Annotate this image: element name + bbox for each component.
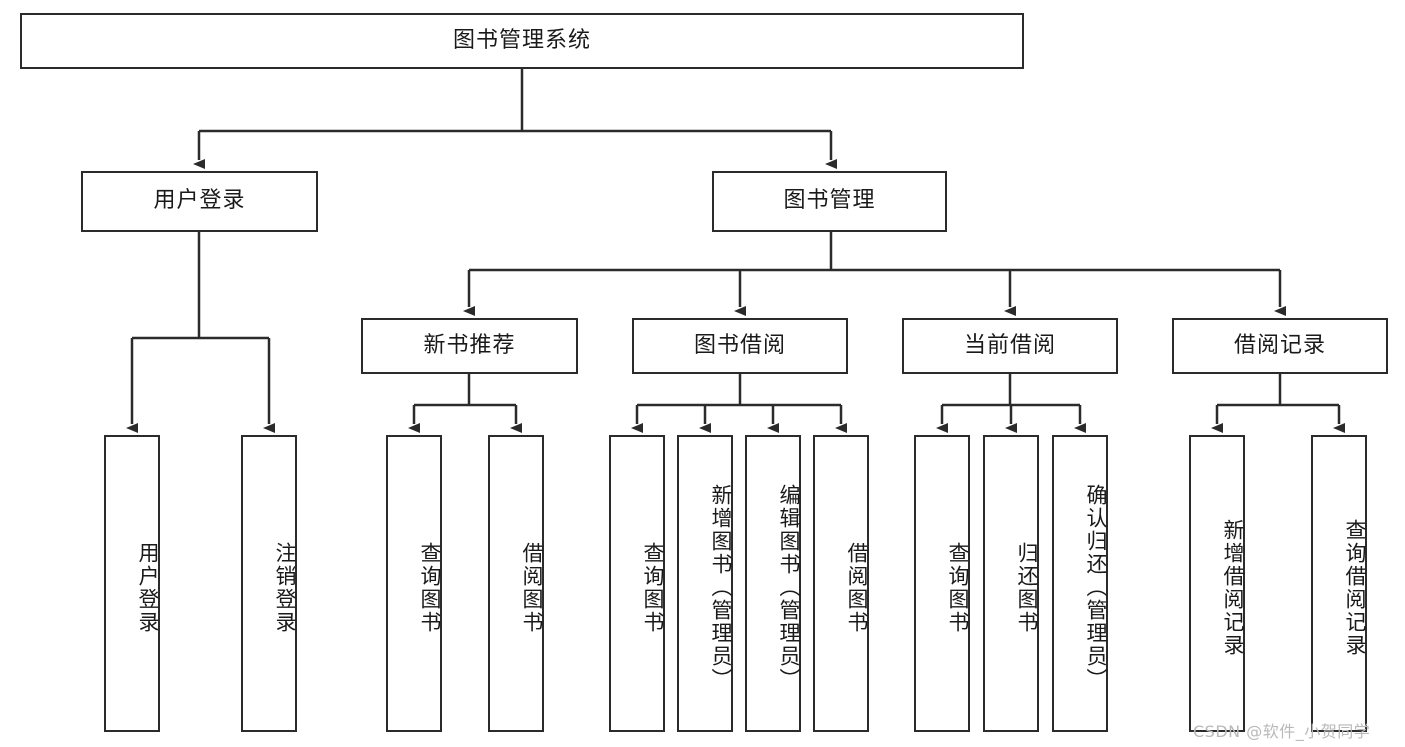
leaf-return-book[interactable]: 归还图书 bbox=[983, 435, 1039, 732]
node-user-login[interactable]: 用户登录 bbox=[81, 171, 318, 232]
node-current-borrow[interactable]: 当前借阅 bbox=[902, 318, 1118, 374]
leaf-borrow-book-new[interactable]: 借阅图书 bbox=[488, 435, 544, 732]
node-new-book-recommend[interactable]: 新书推荐 bbox=[361, 318, 578, 374]
csdn-watermark: CSDN @软件_小贺同学 bbox=[1193, 722, 1371, 741]
leaf-query-book-current[interactable]: 查询图书 bbox=[914, 435, 970, 732]
leaf-logout[interactable]: 注销登录 bbox=[241, 435, 297, 732]
leaf-confirm-return-admin[interactable]: 确认归还（管理员） bbox=[1052, 435, 1108, 732]
leaf-query-book-new[interactable]: 查询图书 bbox=[386, 435, 442, 732]
node-borrow-record[interactable]: 借阅记录 bbox=[1172, 318, 1388, 374]
leaf-add-borrow-record[interactable]: 新增借阅记录 bbox=[1189, 435, 1245, 732]
node-book-management[interactable]: 图书管理 bbox=[712, 171, 947, 232]
leaf-query-borrow-record[interactable]: 查询借阅记录 bbox=[1311, 435, 1367, 732]
leaf-edit-book-admin[interactable]: 编辑图书（管理员） bbox=[745, 435, 801, 732]
leaf-add-book-admin[interactable]: 新增图书（管理员） bbox=[677, 435, 733, 732]
leaf-user-login[interactable]: 用户登录 bbox=[104, 435, 160, 732]
node-root[interactable]: 图书管理系统 bbox=[20, 13, 1024, 69]
node-book-borrow[interactable]: 图书借阅 bbox=[632, 318, 848, 374]
leaf-borrow-book[interactable]: 借阅图书 bbox=[813, 435, 869, 732]
leaf-query-book-borrow[interactable]: 查询图书 bbox=[609, 435, 665, 732]
